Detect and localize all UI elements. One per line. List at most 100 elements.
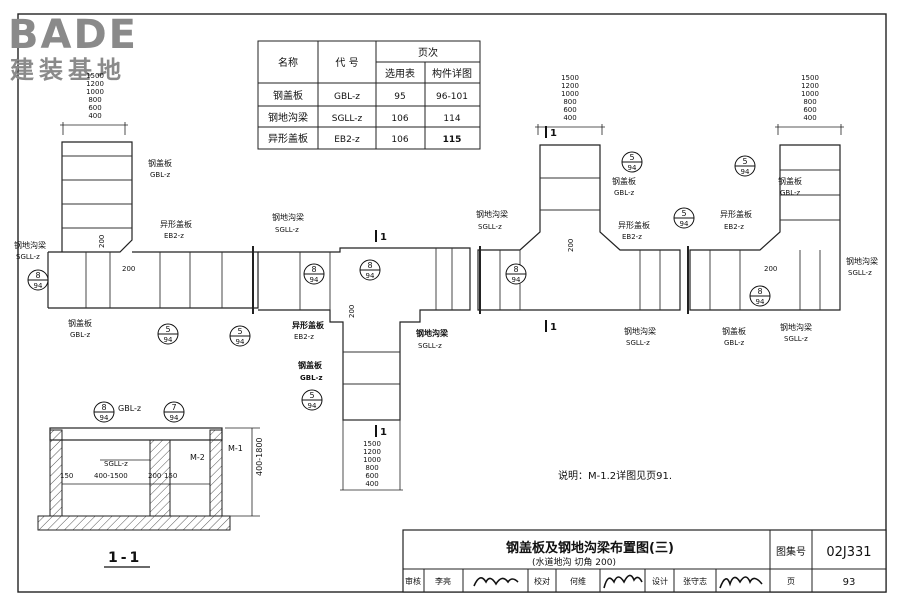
dimension-label: 1 [380,427,387,438]
label-sgll: 钢地沟梁 [780,322,812,332]
label-gbl-code: GBL-z [150,171,171,179]
detail-number: 5 [165,325,170,334]
table-header-name: 名称 [278,56,298,69]
detail-number: 8 [311,265,316,274]
detail-bubble: 594 [229,325,251,347]
label-sgll-code: SGLL-z [478,223,502,231]
section-gbl: GBL-z [118,404,141,413]
section-title: 1-1 [108,550,142,566]
table-row: 异形盖板 EB2-z 106 115 [268,132,461,145]
label-gbl: 钢盖板 [148,158,172,168]
label-eb2: 异形盖板 [720,209,752,219]
detail-bubble: 894 [359,259,381,281]
atlas-number: 02J331 [826,545,871,560]
label-sgll-code: SGLL-z [16,253,40,261]
design-name: 张守志 [683,576,707,586]
section-m2: M-2 [190,453,205,462]
label-gbl-code: GBL-z [724,339,745,347]
detail-number: 7 [171,403,176,412]
dimension-label: 1200 [86,80,104,88]
detail-number: 5 [309,391,314,400]
page-number: 93 [843,577,856,588]
detail-bubble: 594 [301,389,323,411]
dimension-label: 1200 [561,82,579,90]
plan-dim-200: 200 200 200 200 200 [98,235,777,318]
table-row: 钢地沟梁 SGLL-z 106 114 [268,111,461,124]
table-cell: 115 [443,135,462,145]
table-cell: GBL-z [334,92,360,102]
width-stack-mid: 1500 1200 1000 800 600 400 [535,74,605,135]
section-span: 400-1500 [94,472,128,480]
section-cut-markers: 1 1 1 1 [375,126,557,438]
label-sgll-code: SGLL-z [784,335,808,343]
logo-chinese: 建装基地 [10,56,126,84]
detail-number: 8 [367,261,372,270]
dimension-label: 1 [550,128,557,139]
label-sgll-code: SGLL-z [275,226,299,234]
sheet-title: 钢盖板及钢地沟梁布置图(三) [506,540,674,556]
width-stack-right: 1500 1200 1000 800 600 400 [775,74,844,135]
label-gbl: 钢盖板 [298,360,323,370]
detail-page: 94 [628,164,637,172]
dimension-label: 1500 [561,74,579,82]
label-sgll: 钢地沟梁 [272,212,304,222]
label-gbl-code: GBL-z [70,331,91,339]
plan-layout [47,141,841,421]
table-cell: EB2-z [334,135,360,145]
dimension-label: 200 [764,265,777,273]
detail-page: 94 [100,414,109,422]
label-eb2: 异形盖板 [618,220,650,230]
detail-bubble: 894 [505,263,527,285]
table-cell: 钢地沟梁 [268,111,308,124]
dimension-label: 600 [365,472,378,480]
section-1-1: 400-1800 M-1 M-2 SGLL-z 150 400-1500 200… [37,404,264,568]
review-name: 李亮 [435,576,451,586]
detail-number: 5 [742,157,747,166]
table-header-code: 代 号 [335,57,358,69]
table-cell: 95 [394,92,405,102]
dimension-label: 1000 [86,88,104,96]
label-eb2-code: EB2-z [724,223,744,231]
section-dim-150: 150 [164,472,177,480]
dimension-label: 200 [348,305,356,318]
dimension-label: 800 [803,98,816,106]
label-sgll: 钢地沟梁 [624,326,656,336]
label-eb2-code: EB2-z [294,333,314,341]
detail-number: 5 [237,327,242,336]
dimension-label: 1200 [801,82,819,90]
detail-number: 8 [35,271,40,280]
dimension-label: 200 [98,235,106,248]
section-m1: M-1 [228,444,243,453]
label-sgll: 钢地沟梁 [476,209,508,219]
label-sgll-code: SGLL-z [418,342,442,350]
detail-bubble: 894 [303,263,325,285]
detail-page: 94 [310,276,319,284]
table-cell: 96-101 [436,92,468,102]
detail-page: 94 [366,272,375,280]
cover-plate-lines [62,155,840,421]
detail-page: 94 [164,336,173,344]
detail-page: 94 [236,338,245,346]
design-signature [719,576,763,589]
title-block: 钢盖板及钢地沟梁布置图(三) (水道地沟 切角 200) 图集号 02J331 … [402,529,887,593]
dimension-label: 1000 [363,456,381,464]
dimension-label: 800 [88,96,101,104]
detail-number: 8 [757,287,762,296]
detail-bubble: 594 [157,323,179,345]
dimension-label: 800 [563,98,576,106]
detail-bubble: 594 [673,207,695,229]
dimension-label: 1500 [86,72,104,80]
label-gbl: 钢盖板 [68,318,92,328]
dimension-label: 1500 [363,440,381,448]
component-labels: 钢盖板 GBL-z 异形盖板 EB2-z 钢地沟梁 SGLL-z 钢地沟梁 SG… [14,158,878,382]
dimension-label: 1000 [561,90,579,98]
label-sgll: 钢地沟梁 [416,328,449,338]
section-dim-200: 200 [148,472,161,480]
detail-page: 94 [170,414,179,422]
dimension-label: 400 [88,112,101,120]
atlas-label: 图集号 [776,545,806,558]
detail-bubble: 794 [163,401,185,423]
table-cell: 钢盖板 [273,89,303,102]
